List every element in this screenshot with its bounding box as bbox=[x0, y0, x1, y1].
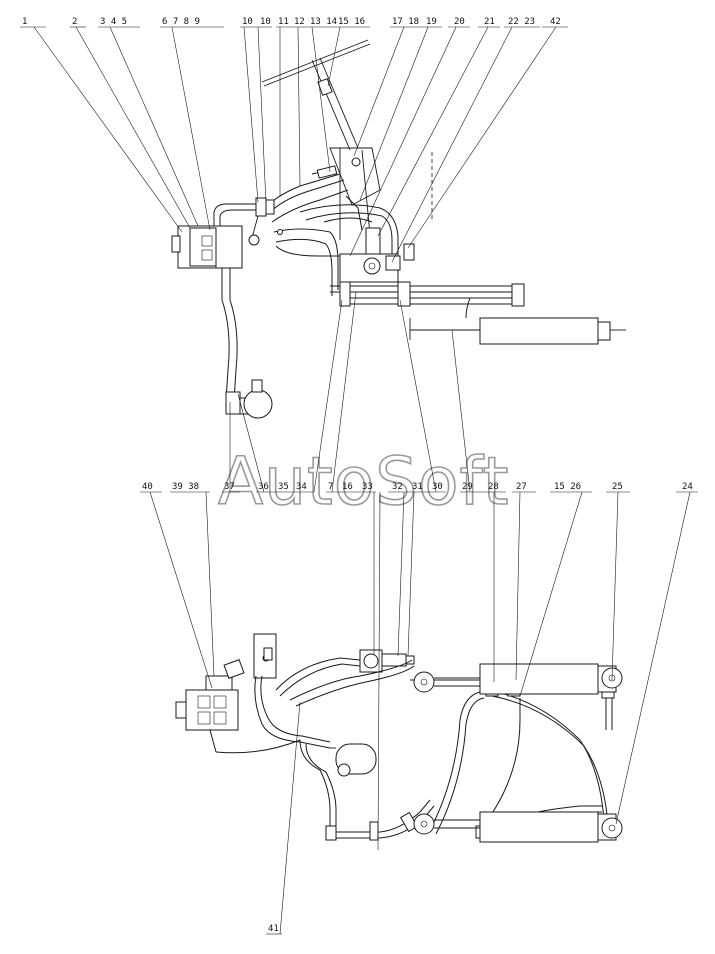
callout-20: 20 bbox=[454, 17, 465, 27]
leader-lines bbox=[20, 26, 698, 935]
callout-27: 27 bbox=[516, 482, 527, 492]
callout-12: 12 bbox=[294, 17, 305, 27]
callout-36: 36 bbox=[258, 482, 269, 492]
callout-19: 19 bbox=[426, 17, 437, 27]
callout-7: 7 bbox=[328, 482, 333, 492]
bottom-pump bbox=[175, 659, 245, 753]
callout-25: 25 bbox=[612, 482, 623, 492]
callout-15-16: 15 16 bbox=[338, 17, 365, 27]
watermark-text: AutoSoft bbox=[218, 443, 509, 520]
top-hoses bbox=[213, 173, 399, 401]
callout-10b: 10 bbox=[260, 17, 271, 27]
callout-2: 2 bbox=[72, 17, 77, 27]
bottom-cylinder-upper bbox=[413, 663, 623, 695]
callout-35: 35 bbox=[278, 482, 289, 492]
callout-1: 1 bbox=[22, 17, 27, 27]
top-cylinder bbox=[409, 317, 626, 345]
bottom-cylinder-lower bbox=[413, 811, 623, 843]
callout-24: 24 bbox=[682, 482, 693, 492]
top-tank bbox=[225, 379, 273, 419]
callout-17-18: 17 18 bbox=[392, 17, 419, 27]
callout-42: 42 bbox=[550, 17, 561, 27]
callout-39-38: 39 38 bbox=[172, 482, 199, 492]
callout-22-23: 22 23 bbox=[508, 17, 535, 27]
bottom-tank bbox=[253, 633, 377, 777]
top-assembly bbox=[171, 39, 626, 419]
callout-29: 29 bbox=[462, 482, 473, 492]
callout-32: 32 bbox=[392, 482, 403, 492]
top-valve-block bbox=[339, 152, 433, 283]
callout-13-14: 13 14 bbox=[310, 17, 337, 27]
callout-21: 21 bbox=[484, 17, 495, 27]
callout-33: 33 bbox=[362, 482, 373, 492]
top-fitting-cluster bbox=[248, 165, 338, 246]
callout-34: 34 bbox=[296, 482, 307, 492]
top-callout-labels: 1 2 3 4 5 6 7 8 9 10 10 11 12 13 14 15 1… bbox=[22, 17, 561, 27]
mid-callout-labels: 40 39 38 37 36 35 34 7 16 33 32 31 30 29… bbox=[142, 482, 693, 492]
callout-6-7-8-9: 6 7 8 9 bbox=[162, 17, 200, 27]
callout-30: 30 bbox=[432, 482, 443, 492]
callout-28: 28 bbox=[488, 482, 499, 492]
callout-41: 41 bbox=[268, 924, 279, 934]
top-pump bbox=[171, 225, 243, 269]
callout-3-4-5: 3 4 5 bbox=[100, 17, 127, 27]
callout-15-26: 15 26 bbox=[554, 482, 581, 492]
callout-11: 11 bbox=[278, 17, 289, 27]
bottom-assembly bbox=[175, 633, 623, 843]
callout-37: 37 bbox=[224, 482, 235, 492]
callout-16: 16 bbox=[342, 482, 353, 492]
callout-31: 31 bbox=[412, 482, 423, 492]
callout-10a: 10 bbox=[242, 17, 253, 27]
bottom-valve bbox=[359, 649, 415, 673]
top-cylinder-lines bbox=[330, 281, 525, 319]
bottom-callout-labels: 41 bbox=[268, 924, 279, 934]
callout-40: 40 bbox=[142, 482, 153, 492]
